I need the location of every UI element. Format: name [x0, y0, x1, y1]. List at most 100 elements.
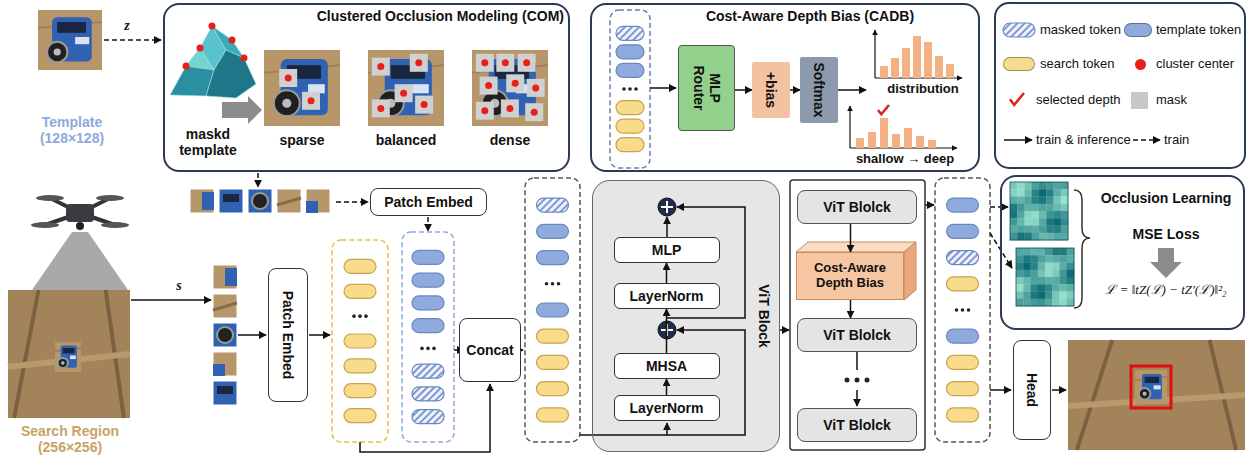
ellipsis-dot: [426, 347, 430, 351]
search-token: [947, 408, 979, 422]
template-token: [412, 296, 444, 310]
heat-cell: [1060, 299, 1068, 307]
flow-arrow: [427, 217, 429, 231]
flow-arrow: [131, 299, 211, 301]
patch-ground: [213, 323, 237, 347]
car-wheel: [58, 358, 68, 368]
heat-cell: [1017, 218, 1025, 226]
token-column: [935, 178, 990, 442]
head-box: Head: [1013, 340, 1051, 440]
heat-cell: [1039, 182, 1047, 190]
heat-cell: [1017, 233, 1025, 241]
mask-square: [415, 96, 433, 114]
token-column-frame: [525, 178, 580, 442]
block-stack-frame: [790, 180, 925, 450]
masked-token-sample: [1003, 23, 1035, 37]
token-column: [332, 240, 388, 442]
heat-cell: [1054, 211, 1062, 219]
flow-arrow: [990, 206, 1008, 208]
train-sample: [1133, 139, 1160, 141]
legend-swatch: [1124, 23, 1152, 37]
template-token: [412, 319, 444, 333]
chart-label: distribution: [878, 82, 968, 97]
heat-cell: [1016, 270, 1024, 278]
depth-bar: [892, 134, 900, 148]
cube-top-face: [796, 242, 916, 252]
masked-template: [472, 50, 548, 126]
heat-cell: [1060, 263, 1068, 271]
template-token: [537, 224, 569, 238]
car-wheel: [47, 42, 67, 62]
legend-text: template token: [1156, 22, 1241, 38]
patch-ground: [213, 352, 237, 376]
vit-block-box: ViT Blolck: [797, 318, 917, 352]
heat-cell: [1046, 233, 1054, 241]
heat-cell: [1038, 263, 1046, 271]
ellipsis-dot: [845, 378, 850, 383]
ellipsis-dot: [628, 87, 632, 91]
token-column: [402, 232, 454, 442]
concat-box: Concat: [459, 318, 520, 382]
heat-cell: [1038, 292, 1046, 300]
legend-text: train: [1164, 132, 1189, 148]
heat-cell: [1052, 248, 1060, 256]
token-column: [525, 178, 580, 442]
cluster-center: [229, 37, 236, 44]
vit-block-ground: [592, 180, 780, 452]
patch-detail: [213, 364, 225, 376]
mask-square: [410, 54, 428, 72]
cluster-center: [400, 90, 407, 97]
drone-rotor: [101, 222, 129, 228]
probability-bar: [946, 64, 954, 78]
heat-cell: [1032, 182, 1040, 190]
heat-cell: [1067, 270, 1075, 278]
heat-cell: [1023, 263, 1031, 271]
heat-cell: [1025, 189, 1033, 197]
heat-cell: [1016, 277, 1024, 285]
flow-arrow: [925, 204, 934, 206]
template-token: [947, 224, 979, 238]
depth-bar: [868, 132, 876, 148]
sand: [264, 50, 340, 126]
token-column-frame: [332, 240, 388, 442]
heat-cell: [1039, 218, 1047, 226]
patch-ground: [306, 189, 330, 213]
cluster-center: [512, 80, 519, 87]
wheel-hub: [54, 48, 61, 55]
masked-template: [264, 50, 340, 126]
heat-cell: [1016, 299, 1024, 307]
patch-ground: [248, 189, 272, 213]
heat-cell: [1017, 211, 1025, 219]
template-token: [537, 251, 569, 265]
probability-bar: [913, 36, 921, 78]
heat-cell: [1016, 292, 1024, 300]
heat-cell: [1038, 284, 1046, 292]
flow-arrow: [838, 89, 866, 91]
search-token: [947, 382, 979, 396]
template-token: [412, 250, 444, 264]
search-token: [616, 101, 644, 115]
heat-cell: [1061, 218, 1069, 226]
wheel-hub: [282, 99, 291, 108]
cluster-center: [197, 45, 204, 52]
flow-connector: [666, 379, 668, 395]
template-token: [412, 273, 444, 287]
heat-cell: [1025, 226, 1033, 234]
image-patch: [190, 189, 214, 213]
vit-block-panel: ViT BlockLayerNormMHSALayerNormMLP: [592, 180, 780, 452]
heat-cell: [1032, 233, 1040, 241]
heat-cell: [1060, 292, 1068, 300]
heat-cell: [1010, 189, 1018, 197]
ellipsis-dot: [865, 378, 870, 383]
cluster-center: [506, 105, 513, 112]
token-column: [610, 10, 650, 168]
box-label: Head: [1024, 373, 1040, 407]
flow-connector: [790, 89, 800, 91]
car-highlight: [1154, 385, 1161, 389]
token-column-frame: [610, 10, 650, 168]
heat-cell: [1045, 248, 1053, 256]
heat-cell: [1067, 248, 1075, 256]
ellipsis-dot: [967, 308, 971, 312]
masked-token: [947, 251, 979, 265]
